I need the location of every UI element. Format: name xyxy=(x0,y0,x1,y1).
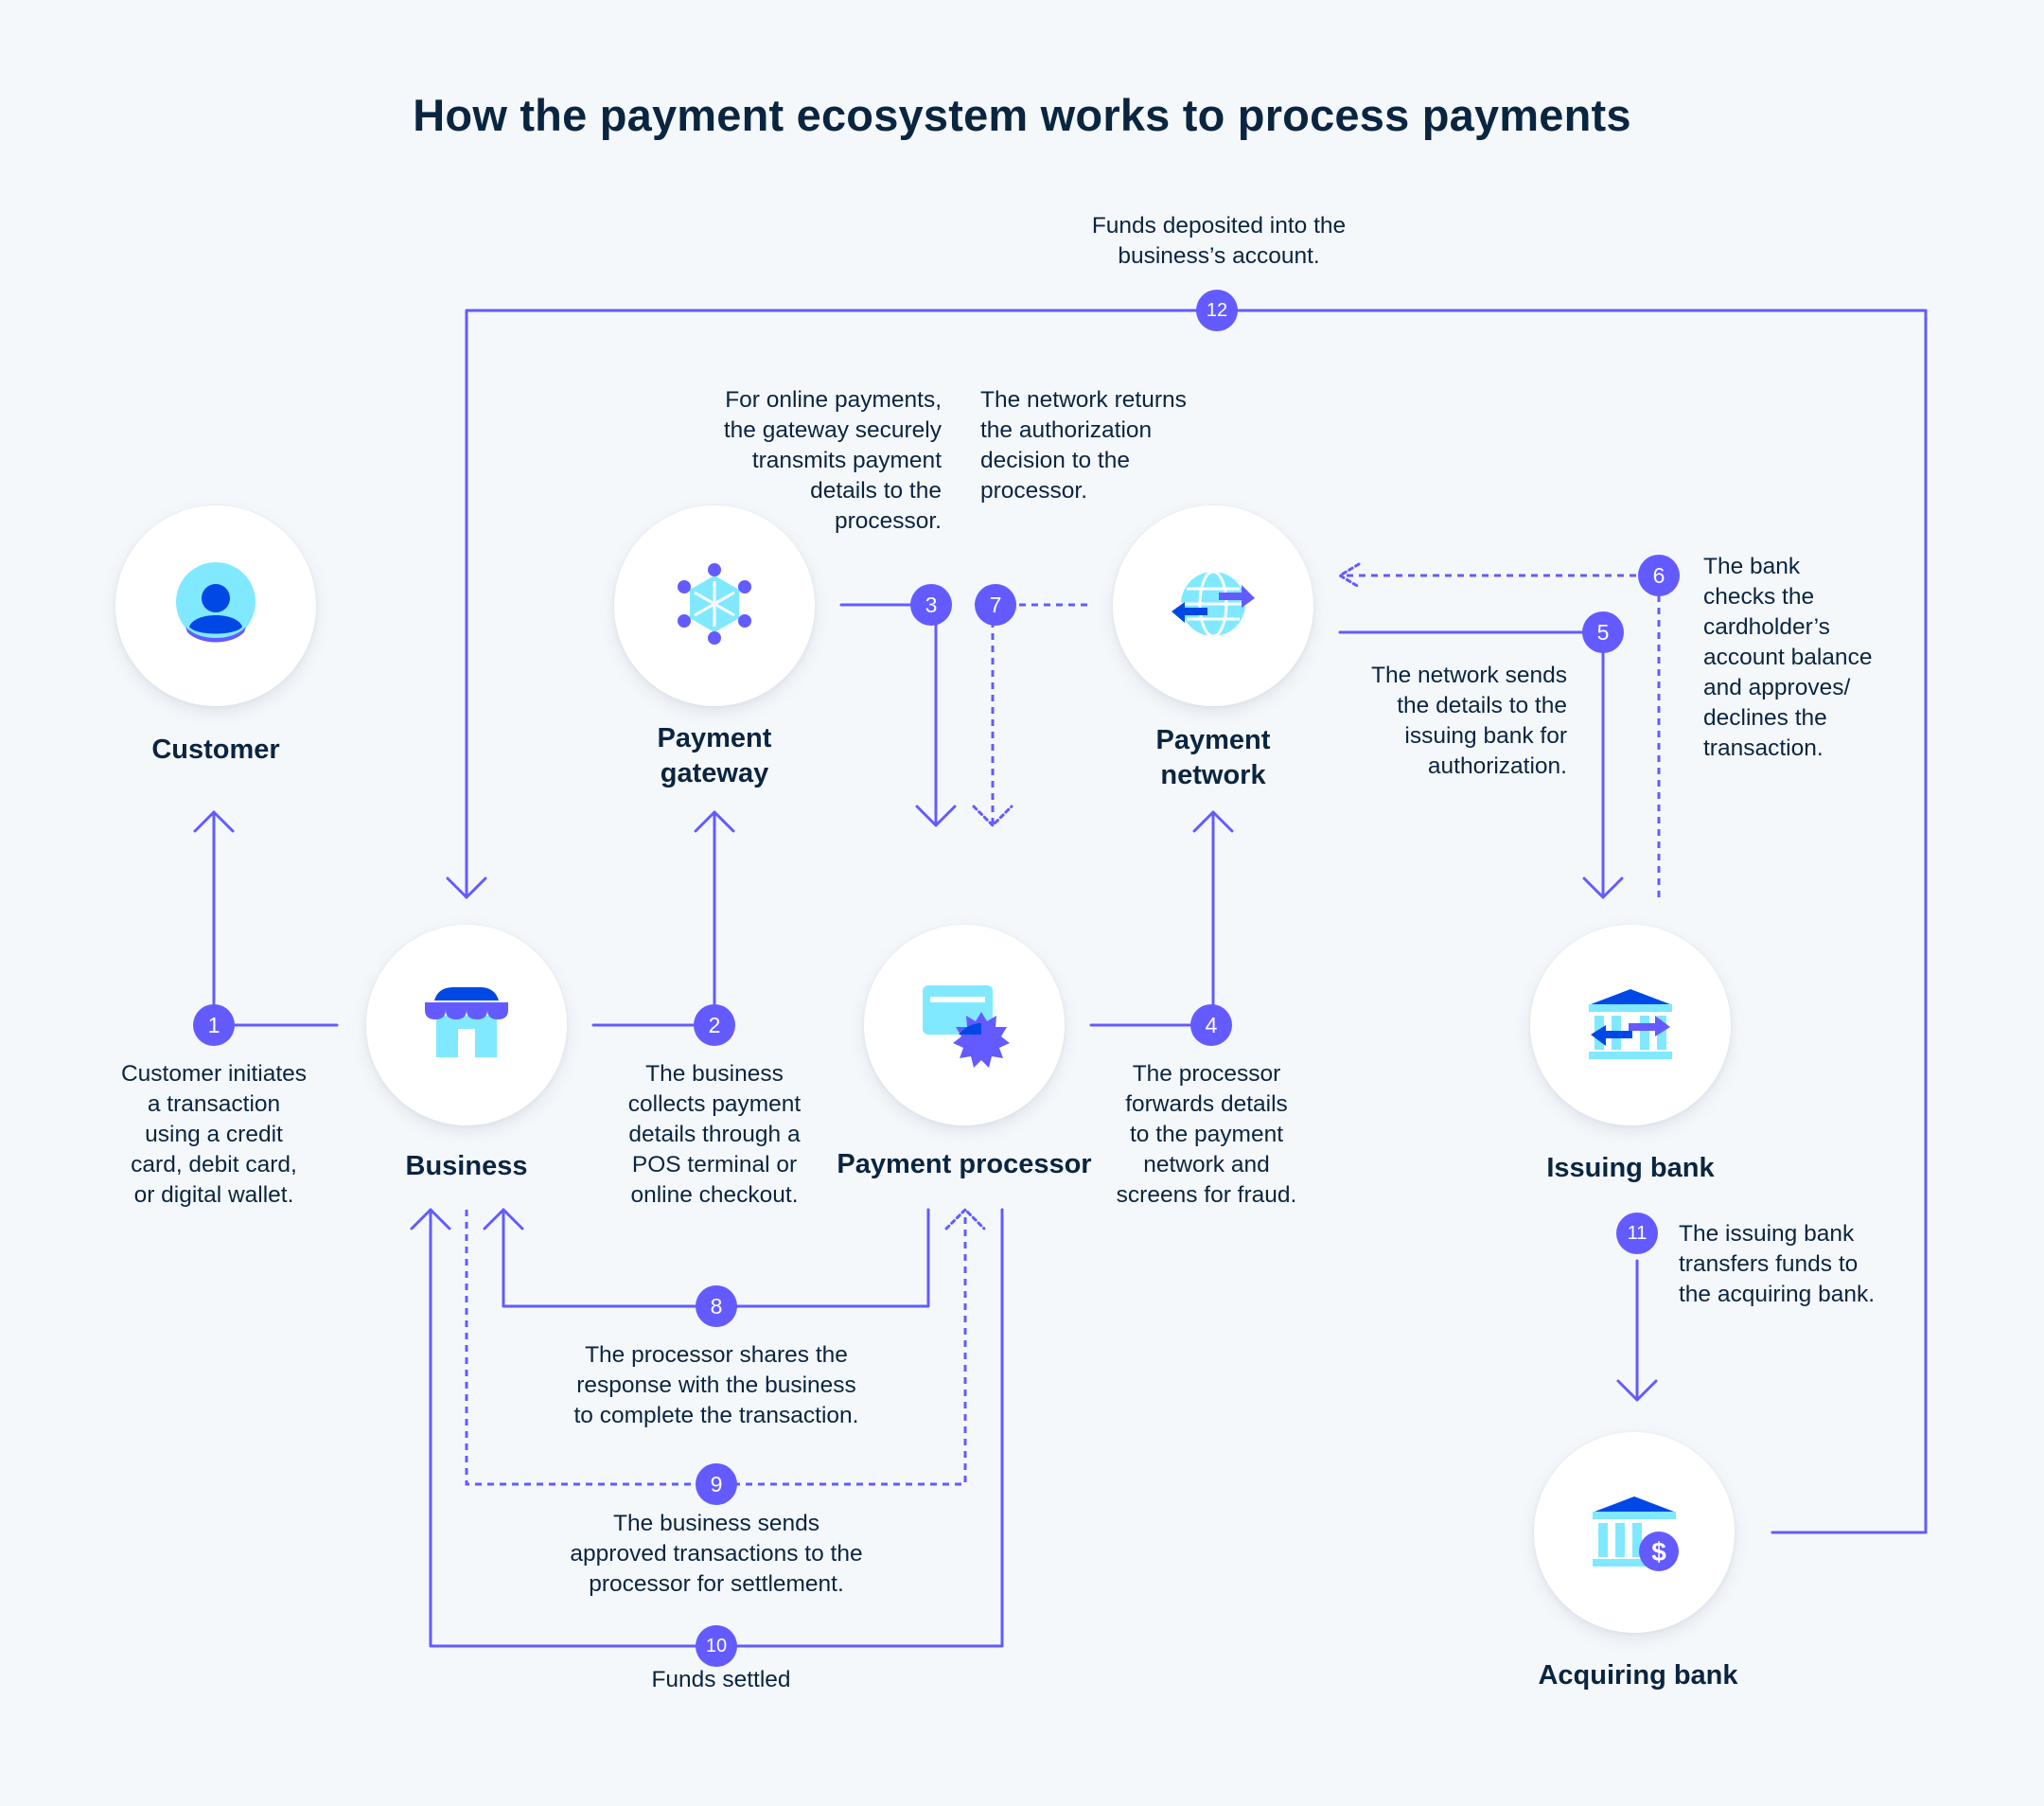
step-9-description: The business sends approved transactions… xyxy=(570,1511,863,1597)
payment-network-label: Payment network xyxy=(1155,725,1271,790)
arrow-step-2 xyxy=(591,810,716,1027)
payment-gateway-label: Payment gateway xyxy=(657,723,772,788)
step-10-badge: 10 xyxy=(696,1625,737,1667)
arrowhead-step-9 xyxy=(944,1208,986,1231)
step-2-badge: 2 xyxy=(694,1004,735,1046)
step-1-description: Customer initiates a transaction using a… xyxy=(120,1061,308,1208)
business-node xyxy=(366,925,567,1125)
step-4-badge: 4 xyxy=(1190,1004,1232,1046)
person-icon xyxy=(176,562,256,643)
arrowhead-step-6 xyxy=(1338,562,1361,589)
globe-arrows-icon xyxy=(1172,570,1255,638)
bank-transfer-icon xyxy=(1589,989,1672,1059)
arrowhead-step-10 xyxy=(410,1208,451,1231)
step-3-badge: 3 xyxy=(910,584,952,626)
payment-processor-label: Payment processor xyxy=(837,1149,1092,1179)
step-3-description: For online payments, the gateway securel… xyxy=(723,387,942,534)
payment-network-node xyxy=(1113,505,1313,706)
arrow-step-9 xyxy=(465,1210,967,1486)
payment-gateway-node xyxy=(614,505,815,706)
acquiring-bank-label: Acquiring bank xyxy=(1538,1660,1738,1691)
issuing-bank-node xyxy=(1530,925,1731,1125)
step-8-description: The processor shares the response with t… xyxy=(573,1342,859,1428)
step-11-badge: 11 xyxy=(1616,1213,1658,1254)
arrowhead-step-8 xyxy=(483,1208,524,1231)
step-7-badge: 7 xyxy=(975,584,1016,626)
arrowhead-step-5 xyxy=(1582,876,1624,899)
bank-dollar-icon: $ xyxy=(1593,1496,1679,1571)
step-1-badge: 1 xyxy=(193,1004,235,1046)
customer-label: Customer xyxy=(151,735,280,765)
arrow-step-4 xyxy=(1089,810,1215,1027)
acquiring-bank-node: $ xyxy=(1534,1432,1735,1633)
step-5-description: The network sends the details to the iss… xyxy=(1371,663,1567,779)
step-11-description: The issuing bank transfers funds to the … xyxy=(1679,1221,1876,1307)
step-9-badge: 9 xyxy=(696,1463,737,1505)
customer-node xyxy=(115,505,316,706)
step-5-badge: 5 xyxy=(1582,611,1624,653)
step-12-description: Funds deposited into the business’s acco… xyxy=(1091,213,1347,269)
arrowhead-step-1 xyxy=(193,810,235,833)
svg-text:$: $ xyxy=(1651,1537,1666,1567)
step-4-description: The processor forwards details to the pa… xyxy=(1116,1061,1297,1208)
business-label: Business xyxy=(405,1151,528,1181)
arrowhead-step-7 xyxy=(972,805,1013,827)
step-6-description: The bank checks the cardholder’s account… xyxy=(1703,554,1873,761)
arrowhead-step-12 xyxy=(446,876,487,899)
storefront-icon xyxy=(425,987,508,1057)
diagram-title: How the payment ecosystem works to proce… xyxy=(413,90,1631,140)
arrowhead-step-11 xyxy=(1616,1379,1658,1402)
arrow-step-1 xyxy=(212,810,339,1027)
step-10-description: Funds settled xyxy=(651,1667,791,1692)
gateway-network-icon xyxy=(678,563,751,645)
card-processor-icon xyxy=(923,985,1010,1068)
step-2-description: The business collects payment details th… xyxy=(627,1061,802,1208)
payment-processor-node xyxy=(864,925,1065,1125)
step-12-badge: 12 xyxy=(1196,290,1238,331)
arrow-step-3 xyxy=(839,603,938,827)
arrowhead-step-3 xyxy=(915,805,957,827)
step-8-badge: 8 xyxy=(696,1285,737,1327)
step-6-badge: 6 xyxy=(1638,555,1680,596)
arrowhead-step-4 xyxy=(1192,810,1234,833)
arrow-step-12 xyxy=(465,309,1928,1534)
issuing-bank-label: Issuing bank xyxy=(1546,1153,1715,1183)
arrowhead-step-2 xyxy=(694,810,735,833)
step-7-description: The network returns the authorization de… xyxy=(980,387,1187,504)
